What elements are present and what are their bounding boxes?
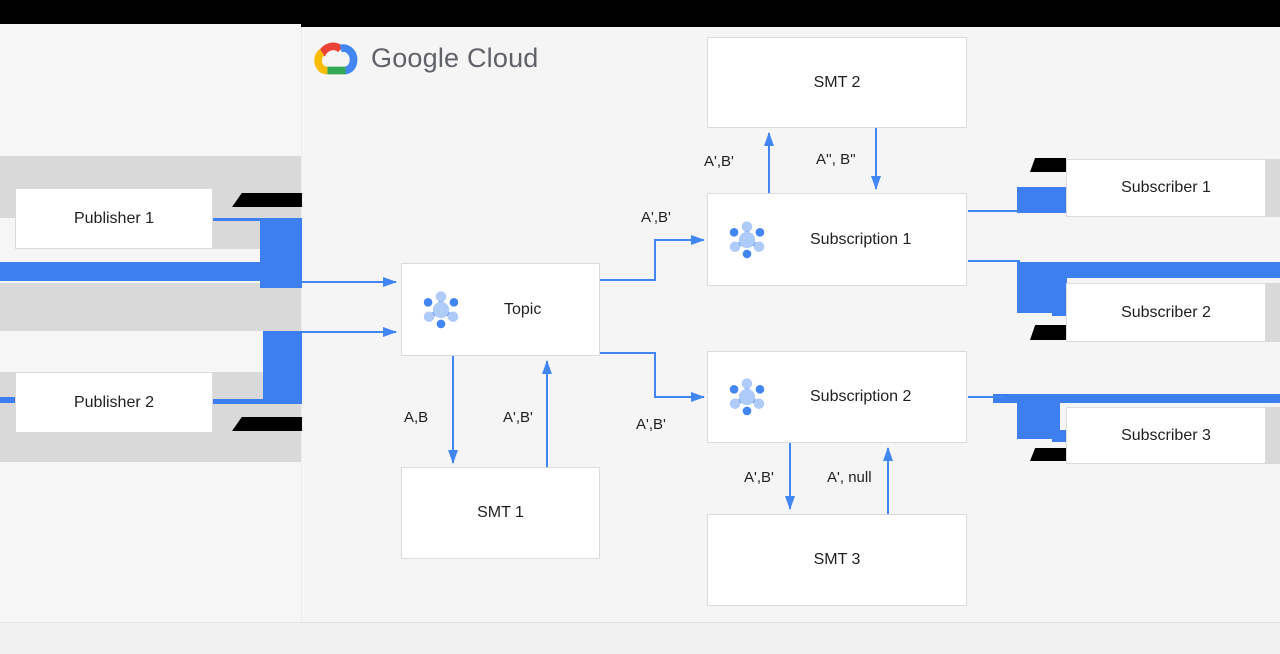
black-redaction-subscriber3: [1030, 448, 1067, 461]
node-subscriber3: Subscriber 3: [1066, 407, 1266, 464]
node-subscriber1-label: Subscriber 1: [1121, 179, 1211, 196]
gray-patch-subscriber3: [1266, 407, 1280, 464]
node-subscriber3-label: Subscriber 3: [1121, 426, 1211, 444]
edge-label-topic-to-smt1: A,B: [404, 409, 429, 426]
arrow-topic-to-subscription2: [600, 352, 705, 402]
edge-label-smt1-to-topic: A',B': [503, 409, 533, 426]
blue-band-subscriber3: [993, 394, 1280, 403]
blue-step-subscriber2: [1052, 303, 1067, 316]
pubsub-subscription1-icon: [729, 220, 765, 258]
pubsub-topic-icon: [423, 290, 459, 328]
gray-patch-subscriber1: [1266, 159, 1280, 217]
node-publisher1-label: Publisher 1: [73, 209, 155, 227]
gray-patch-subscriber2: [1266, 283, 1280, 342]
black-redaction-publisher2: [232, 417, 302, 431]
blue-step-subscriber3: [1052, 430, 1067, 442]
node-topic: Topic: [401, 263, 600, 356]
gray-band-2: [0, 283, 301, 331]
google-cloud-logo: Google Cloud: [309, 38, 539, 78]
blue-band-a: [0, 262, 262, 281]
node-subscription2-label: Subscription 2: [810, 388, 912, 405]
node-subscriber1: Subscriber 1: [1066, 159, 1266, 217]
google-cloud-logo-text: Google Cloud: [371, 42, 539, 73]
edge-label-subscription2-to-smt3: A',B': [744, 469, 774, 486]
node-subscription2: Subscription 2: [707, 351, 967, 443]
node-smt3: SMT 3: [707, 514, 967, 606]
node-smt3-label: SMT 3: [813, 551, 861, 568]
node-publisher2: Publisher 2: [15, 372, 213, 433]
blue-block-a: [260, 218, 302, 288]
black-redaction-subscriber1: [1030, 158, 1066, 172]
top-black-bar-right: [301, 0, 1280, 27]
edge-label-smt2-to-subscription1: A'', B'': [816, 151, 856, 168]
node-subscription1: Subscription 1: [707, 193, 967, 286]
google-cloud-logo-icon: [314, 42, 358, 75]
pubsub-subscription2-icon: [729, 378, 765, 416]
node-subscriber2-label: Subscriber 2: [1121, 303, 1211, 321]
black-redaction-subscriber2: [1030, 325, 1067, 340]
edge-label-smt3-to-subscription2: A', null: [827, 469, 872, 486]
arrow-topic-to-subscription1: [600, 235, 705, 281]
blue-block-b: [263, 331, 302, 404]
edge-label-topic-to-subscription2: A',B': [636, 416, 666, 433]
node-smt1-label: SMT 1: [477, 504, 524, 521]
node-publisher2-label: Publisher 2: [73, 393, 155, 411]
blue-line-publisher1: [213, 218, 302, 221]
node-smt2: SMT 2: [707, 37, 967, 128]
node-smt2-label: SMT 2: [813, 73, 861, 91]
edge-label-topic-to-subscription1: A',B': [641, 209, 671, 226]
node-subscriber2: Subscriber 2: [1066, 283, 1266, 342]
blue-band-subscriber2: [1017, 262, 1280, 278]
footer-strip: [0, 622, 1280, 654]
node-topic-label: Topic: [504, 300, 542, 318]
blue-line-left-edge: [0, 397, 15, 403]
black-redaction-publisher1: [232, 193, 302, 207]
node-publisher1: Publisher 1: [15, 188, 213, 249]
blue-blob-subscriber1: [1017, 187, 1066, 213]
node-smt1: SMT 1: [401, 467, 600, 559]
node-subscription1-label: Subscription 1: [810, 230, 912, 248]
edge-label-subscription1-to-smt2: A',B': [704, 153, 734, 170]
blue-line-publisher2: [213, 399, 265, 404]
